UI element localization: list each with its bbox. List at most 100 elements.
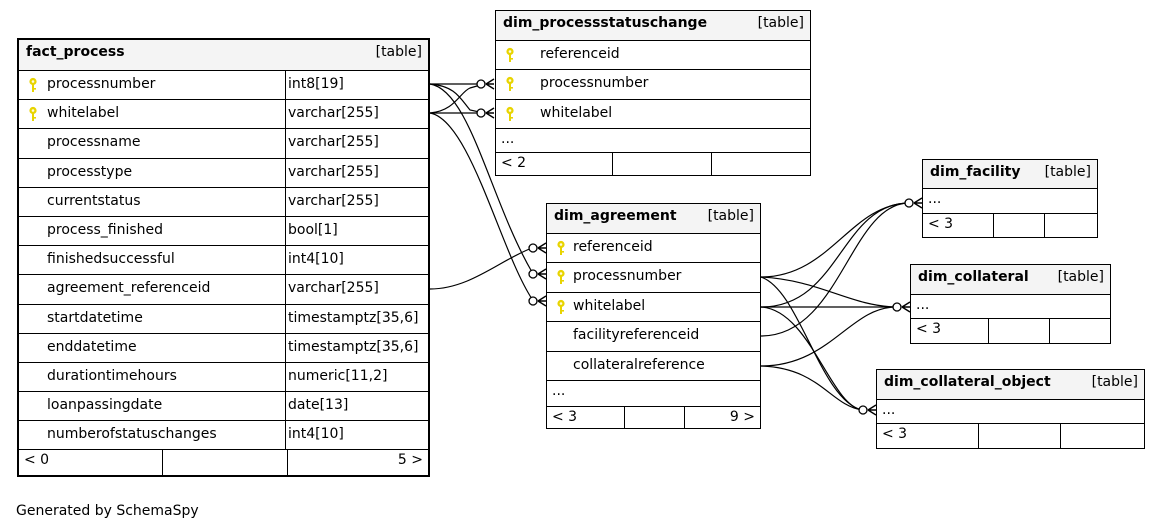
column-name: collateralreference <box>573 356 705 373</box>
column-row-enddatetime[interactable]: enddatetime timestamptz[35,6] <box>19 333 428 363</box>
column-row-processnumber[interactable]: processnumber int8[19] <box>19 71 428 101</box>
column-divider <box>285 100 286 129</box>
footer-divider <box>978 424 979 448</box>
table-dim-collateral-object[interactable]: dim_collateral_object [table] ... < 3 <box>876 369 1145 449</box>
table-footer: < 3 <box>923 214 1097 237</box>
more-columns-label: ... <box>552 382 566 399</box>
crows-foot-collateral <box>892 301 911 313</box>
column-type: int8[19] <box>288 76 344 92</box>
more-columns: ... <box>496 129 810 153</box>
column-row-collateralreference[interactable]: collateralreference <box>547 352 760 381</box>
footer-parents-count[interactable]: < 0 <box>24 452 50 469</box>
table-footer: < 3 9 > <box>547 406 760 429</box>
table-header: fact_process [table] <box>19 40 428 71</box>
column-divider <box>285 392 286 421</box>
column-name: agreement_referenceid <box>47 280 211 297</box>
table-fact-process[interactable]: fact_process [table] processnumber int8[1… <box>17 38 430 477</box>
column-divider <box>285 304 286 333</box>
column-name: loanpassingdate <box>47 397 163 414</box>
column-row-loanpassingdate[interactable]: loanpassingdate date[13] <box>19 392 428 422</box>
column-name: processnumber <box>47 76 156 92</box>
primary-key-icon <box>555 299 567 315</box>
footer-parents-count[interactable]: < 3 <box>928 216 954 232</box>
link-agreement-collateral-object-1 <box>760 276 863 411</box>
column-name: whitelabel <box>573 297 646 314</box>
column-name: numberofstatuschanges <box>47 426 217 443</box>
column-name: currentstatus <box>47 192 141 209</box>
table-tag: [table] <box>757 15 804 31</box>
table-header: dim_processstatuschange [table] <box>496 11 810 41</box>
link-agreement-collateral-3 <box>760 306 897 367</box>
column-row-processtype[interactable]: processtype varchar[255] <box>19 158 428 188</box>
column-type: timestamptz[35,6] <box>288 338 419 355</box>
footer-divider <box>287 450 288 477</box>
table-tag: [table] <box>375 44 422 60</box>
footer-divider <box>1049 319 1050 343</box>
more-columns-label: ... <box>501 130 515 147</box>
table-dim-collateral[interactable]: dim_collateral [table] ... < 3 <box>910 264 1111 344</box>
link-agreement-facility-1 <box>760 202 909 278</box>
table-name: dim_facility <box>930 164 1021 180</box>
footer-divider <box>1060 424 1061 448</box>
primary-key-icon <box>555 269 567 285</box>
column-type: varchar[255] <box>288 163 379 180</box>
column-type: bool[1] <box>288 221 338 238</box>
column-type: numeric[11,2] <box>288 367 388 384</box>
column-type: timestamptz[35,6] <box>288 309 419 326</box>
crows-foot-facility <box>904 197 923 209</box>
footer-children-count[interactable]: 5 > <box>397 452 423 469</box>
column-divider <box>285 275 286 304</box>
column-name: durationtimehours <box>47 367 177 384</box>
column-type: int4[10] <box>288 251 344 268</box>
footer-divider <box>624 406 625 429</box>
column-name: enddatetime <box>47 338 137 355</box>
column-name: processtype <box>47 163 133 180</box>
table-dim-facility[interactable]: dim_facility [table] ... < 3 <box>922 159 1098 238</box>
column-row-processnumber[interactable]: processnumber <box>496 70 810 100</box>
column-divider <box>285 333 286 362</box>
column-divider <box>285 421 286 450</box>
column-row-referenceid[interactable]: referenceid <box>547 234 760 264</box>
footer-parents-count[interactable]: < 3 <box>882 426 908 442</box>
more-columns-label: ... <box>916 297 930 313</box>
footer-children-count[interactable]: 9 > <box>729 408 755 425</box>
column-name: whitelabel <box>47 105 120 122</box>
column-name: process_finished <box>47 221 164 238</box>
column-row-startdatetime[interactable]: startdatetime timestamptz[35,6] <box>19 304 428 334</box>
footer-divider <box>1044 214 1045 237</box>
generated-by-label: Generated by SchemaSpy <box>16 503 199 519</box>
column-row-whitelabel[interactable]: whitelabel <box>496 100 810 129</box>
column-row-facilityreferenceid[interactable]: facilityreferenceid <box>547 322 760 352</box>
column-name: startdatetime <box>47 309 143 326</box>
footer-parents-count[interactable]: < 3 <box>552 408 578 425</box>
more-columns: ... <box>877 400 1144 424</box>
table-header: dim_collateral [table] <box>911 265 1110 295</box>
footer-parents-count[interactable]: < 3 <box>916 321 942 337</box>
table-name: dim_processstatuschange <box>503 15 708 31</box>
column-row-process-finished[interactable]: process_finished bool[1] <box>19 216 428 247</box>
column-divider <box>285 129 286 158</box>
column-row-processnumber[interactable]: processnumber <box>547 263 760 293</box>
table-tag: [table] <box>1044 164 1091 180</box>
table-dim-processstatuschange[interactable]: dim_processstatuschange [table] referenc… <box>495 10 811 176</box>
footer-divider <box>711 152 712 176</box>
footer-divider <box>988 319 989 343</box>
column-row-referenceid[interactable]: referenceid <box>496 41 810 71</box>
table-tag: [table] <box>707 208 754 224</box>
column-row-whitelabel[interactable]: whitelabel <box>547 293 760 323</box>
primary-key-icon <box>504 106 516 122</box>
column-row-durationtimehours[interactable]: durationtimehours numeric[11,2] <box>19 362 428 393</box>
column-type: date[13] <box>288 397 349 414</box>
footer-parents-count[interactable]: < 2 <box>501 154 527 171</box>
column-name: referenceid <box>540 46 620 62</box>
table-footer: < 2 <box>496 152 810 176</box>
